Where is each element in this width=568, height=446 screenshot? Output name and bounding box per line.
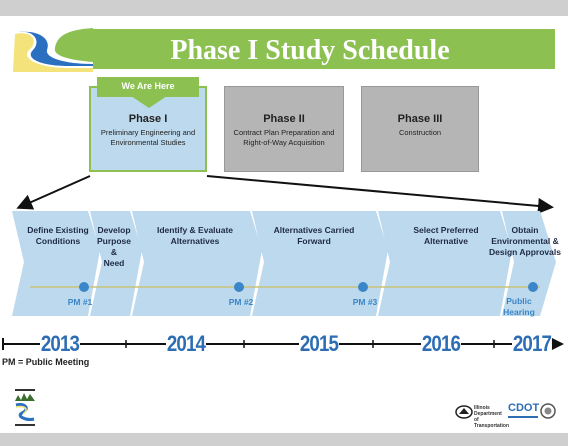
- pm-label-1: PM #1: [67, 297, 93, 307]
- year-2013: 2013: [40, 330, 80, 358]
- phase-2-name: Phase II: [263, 113, 305, 125]
- pm-label-2: PM #2: [228, 297, 254, 307]
- phase-1-name: Phase I: [128, 113, 168, 125]
- step-label-2: Develop Purpose & Need: [96, 225, 131, 268]
- step-chevron-2: [90, 211, 142, 316]
- expand-arrow-left: [16, 175, 91, 210]
- step-label-3: Identify & Evaluate Alternatives: [156, 225, 234, 246]
- bottom-border: [0, 433, 568, 446]
- year-2015: 2015: [299, 330, 339, 358]
- step-chevron-4: [252, 211, 388, 316]
- phase-2-desc: Contract Plan Preparation and Right-of-W…: [233, 128, 335, 147]
- expand-arrow-right: [206, 175, 554, 214]
- step-chevron-1: [12, 211, 100, 316]
- phase-3-desc: Construction: [398, 128, 442, 137]
- step-label-4: Alternatives Carried Forward: [273, 225, 355, 246]
- step-chevron-3: [132, 211, 262, 316]
- milestone-dot-pm1: [79, 282, 89, 292]
- phase-1-desc: Preliminary Engineering and Environmenta…: [100, 128, 196, 147]
- year-2016: 2016: [421, 330, 461, 358]
- we-are-here-arrow-icon: [131, 96, 167, 108]
- cdot-logo-icon: [508, 416, 538, 418]
- step-label-6: Obtain Environmental & Design Approvals: [489, 225, 561, 257]
- idot-logo-icon: [455, 405, 473, 419]
- pm-label-3: PM #3: [352, 297, 378, 307]
- step-chevron-5: [378, 211, 512, 316]
- phase-2-box: Phase II Contract Plan Preparation and R…: [224, 86, 344, 172]
- top-border: [0, 0, 568, 16]
- river-logo-icon: [13, 28, 93, 72]
- step-chevron-6: [502, 211, 556, 316]
- cdot-logo-text: CDOT: [508, 402, 540, 414]
- idot-text: Illinois Department of Transportation: [474, 405, 510, 429]
- pm-definition: PM = Public Meeting: [2, 357, 90, 367]
- phase-3-name: Phase III: [397, 113, 443, 125]
- chicago-seal-icon: [540, 403, 556, 419]
- milestone-dot-pm3: [358, 282, 368, 292]
- project-logo-icon: [12, 385, 38, 429]
- milestone-dot-hearing: [528, 282, 538, 292]
- title-banner: [13, 29, 555, 69]
- page-title: Phase I Study Schedule: [170, 35, 450, 66]
- we-are-here-tab: We Are Here: [97, 77, 199, 97]
- year-2014: 2014: [166, 330, 206, 358]
- step-label-1: Define Existing Conditions: [27, 225, 89, 246]
- milestone-dot-pm2: [234, 282, 244, 292]
- step-label-5: Select Preferred Alternative: [413, 225, 479, 246]
- year-2017: 2017: [512, 330, 552, 358]
- public-hearing-label: Public Hearing: [503, 296, 535, 317]
- phase-3-box: Phase III Construction: [361, 86, 479, 172]
